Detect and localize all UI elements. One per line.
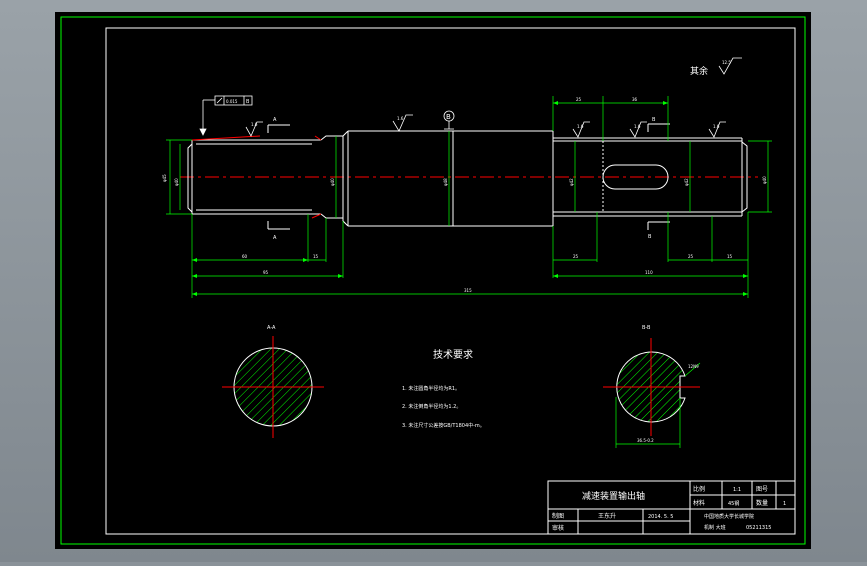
dim-len-a: 60 — [242, 254, 248, 259]
dim-len-right: 110 — [645, 270, 653, 275]
cut-a-marks — [267, 124, 290, 230]
title-block-scale-label: 比例 — [693, 485, 705, 493]
datum-b-label: B — [446, 113, 451, 121]
cut-a-top-label: A — [273, 117, 277, 123]
title-block-drawing-no-label: 图号 — [756, 486, 768, 493]
section-b-centerlines — [603, 338, 700, 436]
gtol-value: 0.015 — [226, 99, 238, 104]
title-block-date: 2014. 5. 5 — [648, 514, 673, 520]
sheet — [55, 12, 811, 549]
cut-b-marks — [647, 123, 670, 230]
roughness-3: 1.6 — [577, 124, 584, 129]
section-b-keyway-tol: 12N9 — [688, 364, 699, 369]
cut-a-bottom-label: A — [273, 235, 277, 241]
dim-left-diam2: φ40 — [174, 178, 179, 186]
cut-b-top-label: B — [652, 117, 656, 123]
roughness-other-symbol — [718, 57, 742, 75]
shaft-outline — [187, 130, 748, 227]
title-block-school: 中国地质大学长城学院 — [704, 513, 754, 520]
gtol-datum: B — [246, 99, 250, 105]
dim-keyway-a: 25 — [576, 97, 582, 102]
tech-title: 技术要求 — [433, 348, 473, 361]
roughness-2: 1.6 — [397, 116, 404, 121]
dimension-arrows — [192, 101, 748, 296]
dim-len-c: 95 — [263, 270, 269, 275]
inner-border — [105, 27, 796, 535]
cut-b-bottom-label: B — [648, 234, 652, 240]
section-a-centerlines — [222, 336, 324, 438]
dim-len-total: 315 — [464, 288, 472, 293]
dim-len-r1: 25 — [573, 254, 579, 259]
dim-keyway-b: 36 — [632, 97, 638, 102]
outer-border — [60, 16, 806, 545]
title-block-checked-label: 审核 — [552, 524, 564, 532]
gtol-frame — [199, 95, 253, 136]
dimension-lines — [166, 96, 772, 298]
section-b-dims — [615, 362, 701, 448]
title-block — [547, 480, 796, 535]
tech-note-2: 2. 未注倒角半径均为1.2。 — [402, 403, 461, 410]
roughness-5: 1.6 — [713, 124, 720, 129]
thread-marks — [191, 135, 322, 219]
dim-left-diam: φ45 — [162, 174, 167, 182]
datum-b-symbol — [443, 110, 455, 130]
tech-note-3: 3. 未注尺寸公差按GB/T1804中-m。 — [402, 422, 485, 429]
dim-mid-diam: φ48 — [443, 178, 448, 186]
roughness-1: 1.6 — [251, 122, 258, 127]
title-block-class: 机制 大班 — [704, 524, 726, 531]
title-block-qty-value: 1 — [783, 501, 786, 507]
roughness-other-label: 其余 — [690, 65, 708, 77]
title-block-material-label: 材料 — [693, 499, 705, 507]
title-block-student-no: 05211315 — [746, 525, 771, 531]
dim-right-diam-b: φ42 — [684, 178, 689, 186]
dim-len-b: 15 — [313, 254, 319, 259]
title-block-drawn-label: 制图 — [552, 512, 564, 520]
tech-note-1: 1. 未注圆角半径均为R1。 — [402, 385, 460, 392]
dim-right-diam-a: φ42 — [569, 178, 574, 186]
roughness-other-value: 12.5 — [722, 60, 731, 65]
dim-right-diam2: φ40 — [762, 176, 767, 184]
title-block-scale-value: 1:1 — [733, 487, 741, 493]
roughness-symbols — [245, 114, 726, 138]
roughness-4: 1.6 — [634, 124, 641, 129]
title-block-material-value: 45钢 — [728, 500, 739, 507]
dim-len-r3: 15 — [727, 254, 733, 259]
section-b-title: B-B — [642, 325, 651, 331]
dim-thread-diam: φ40 — [330, 178, 335, 186]
title-block-qty-label: 数量 — [756, 499, 768, 507]
title-block-name: 减速装置输出轴 — [582, 490, 645, 502]
section-b-keyway-depth: 36.5-0.2 — [637, 438, 654, 443]
title-block-drawn-name: 王东升 — [598, 512, 616, 520]
dim-len-r2: 25 — [688, 254, 694, 259]
section-a-title: A-A — [267, 325, 276, 331]
